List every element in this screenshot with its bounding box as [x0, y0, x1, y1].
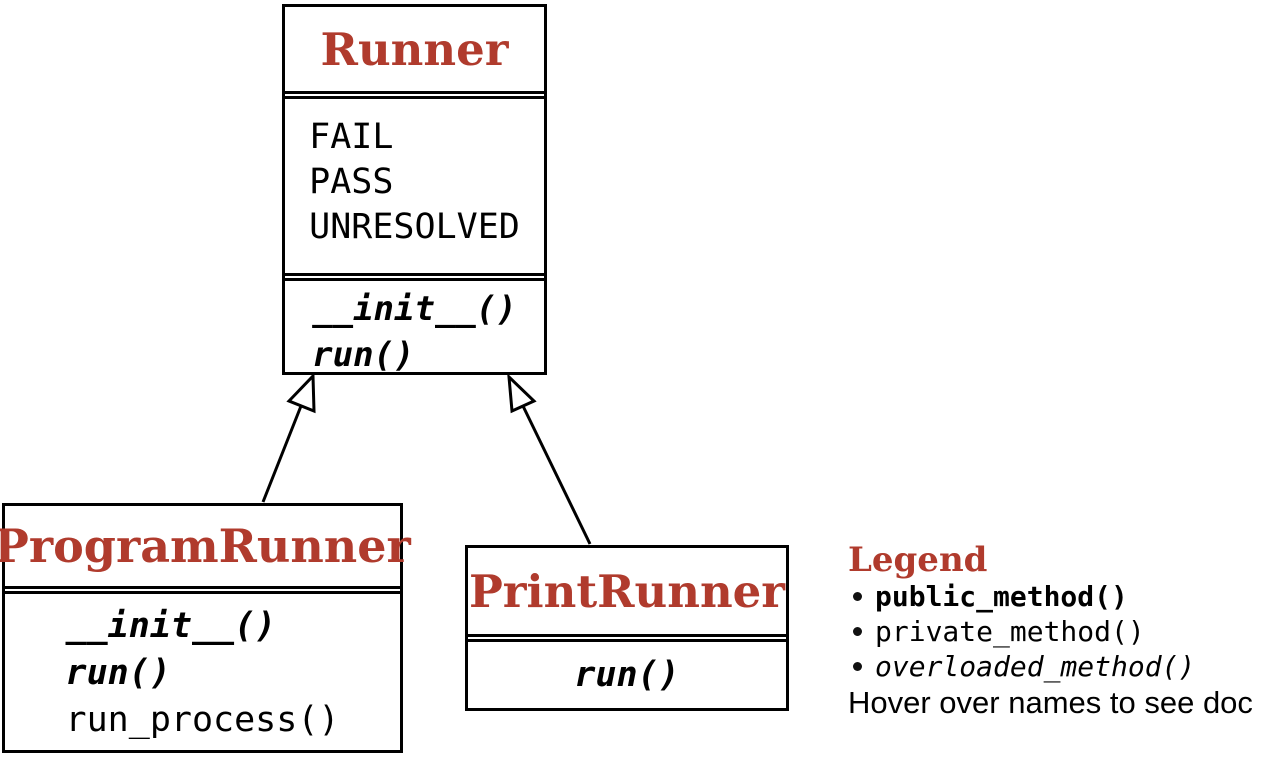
legend-item-private: private_method()	[848, 614, 1268, 649]
bullet-icon	[853, 592, 862, 601]
class-box-printrunner: PrintRunner run()	[465, 545, 789, 711]
inheritance-arrow-programrunner-to-runner	[261, 372, 316, 503]
method-name[interactable]: run()	[312, 335, 415, 375]
attribute-name[interactable]: FAIL	[309, 117, 394, 157]
class-name-printrunner[interactable]: PrintRunner	[468, 564, 786, 618]
attributes-compartment: FAIL PASS UNRESOLVED	[285, 99, 544, 273]
class-name-runner[interactable]: Runner	[320, 22, 509, 76]
legend-item-label: public_method()	[875, 580, 1128, 613]
inheritance-arrow-printrunner-to-runner	[507, 373, 592, 545]
attribute-name[interactable]: UNRESOLVED	[309, 207, 520, 247]
legend-title: Legend	[848, 540, 988, 580]
method-name[interactable]: __init__()	[65, 606, 277, 646]
method-name[interactable]: run()	[574, 655, 680, 695]
method-name[interactable]: run()	[65, 653, 171, 693]
method-name[interactable]: run_process()	[65, 700, 340, 740]
bullet-icon	[853, 662, 862, 671]
legend-item-public: public_method()	[848, 579, 1268, 614]
methods-compartment: run()	[468, 642, 786, 708]
hollow-triangle-arrowhead-icon	[507, 373, 537, 414]
class-box-runner: Runner FAIL PASS UNRESOLVED __init__() r…	[282, 4, 547, 375]
compartment-divider	[285, 273, 544, 281]
hollow-triangle-arrowhead-icon	[286, 372, 316, 414]
methods-compartment: __init__() run() run_process()	[5, 594, 400, 750]
class-name-programrunner[interactable]: ProgramRunner	[0, 519, 411, 573]
compartment-divider	[5, 586, 400, 594]
legend-item-overloaded: overloaded_method()	[848, 649, 1268, 684]
legend: Legend public_method() private_method() …	[848, 541, 1268, 720]
method-name[interactable]: __init__()	[312, 289, 517, 329]
compartment-divider	[285, 91, 544, 99]
class-box-programrunner: ProgramRunner __init__() run() run_proce…	[0, 503, 411, 753]
bullet-icon	[853, 627, 862, 636]
legend-item-label: private_method()	[875, 615, 1145, 648]
compartment-divider	[468, 634, 786, 642]
legend-note: Hover over names to see doc	[848, 685, 1253, 720]
methods-compartment: __init__() run()	[285, 281, 544, 378]
legend-item-label: overloaded_method()	[875, 650, 1196, 683]
attribute-name[interactable]: PASS	[309, 162, 394, 202]
